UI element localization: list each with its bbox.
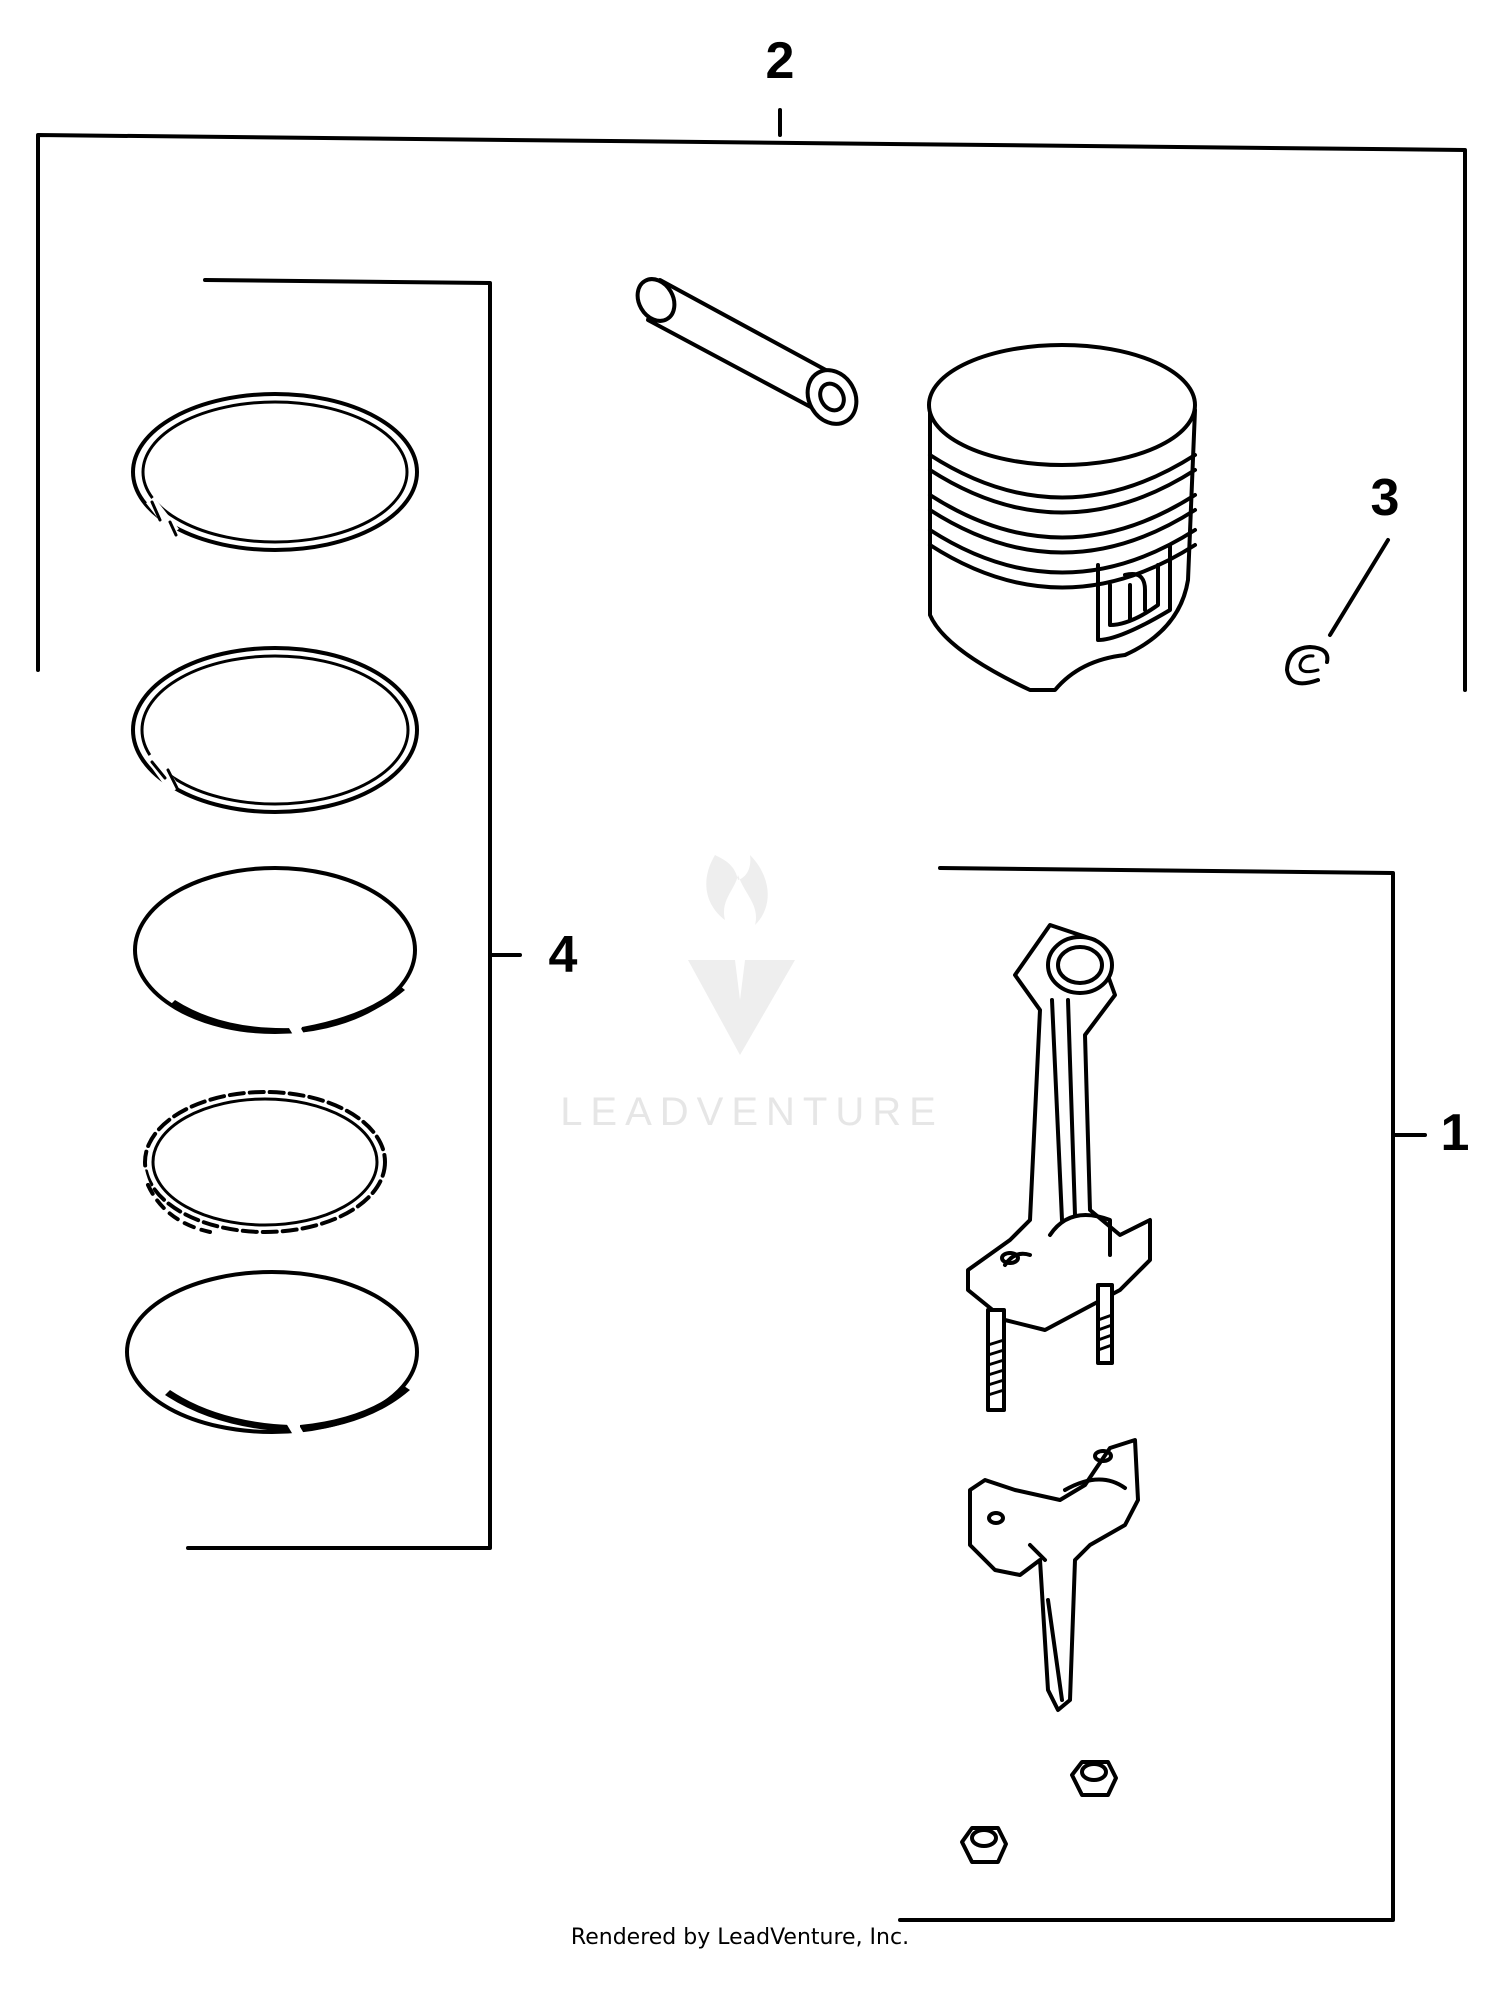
callout-2: 2 (766, 32, 795, 90)
callout-3: 3 (1371, 469, 1400, 527)
connecting-rod-cap (968, 1438, 1140, 1712)
footer-credit: Rendered by LeadVenture, Inc. (571, 1925, 909, 1950)
leadventure-watermark: LEADVENTURE (560, 855, 944, 1134)
piston-pin (635, 277, 859, 426)
watermark-text: LEADVENTURE (560, 1090, 944, 1134)
rod-nut-2 (960, 1826, 1008, 1864)
piston-ring-1 (131, 392, 419, 552)
bracket-connecting-rod (898, 866, 1427, 1922)
bracket-piston-assembly (36, 108, 1467, 692)
callout-4: 4 (549, 926, 578, 984)
piston (927, 343, 1197, 692)
piston-ring-3 (133, 866, 417, 1043)
watermark-logo (688, 855, 795, 1055)
connecting-rod (966, 923, 1152, 1412)
rod-nut-1 (1070, 1760, 1118, 1797)
bracket-piston-rings (186, 278, 522, 1550)
retaining-ring (1285, 645, 1330, 686)
callout-1: 1 (1441, 1104, 1470, 1162)
piston-ring-2 (131, 646, 419, 814)
piston-ring-4-expander (135, 1090, 387, 1235)
piston-ring-5 (125, 1270, 419, 1443)
leader-line-3 (1328, 538, 1390, 637)
